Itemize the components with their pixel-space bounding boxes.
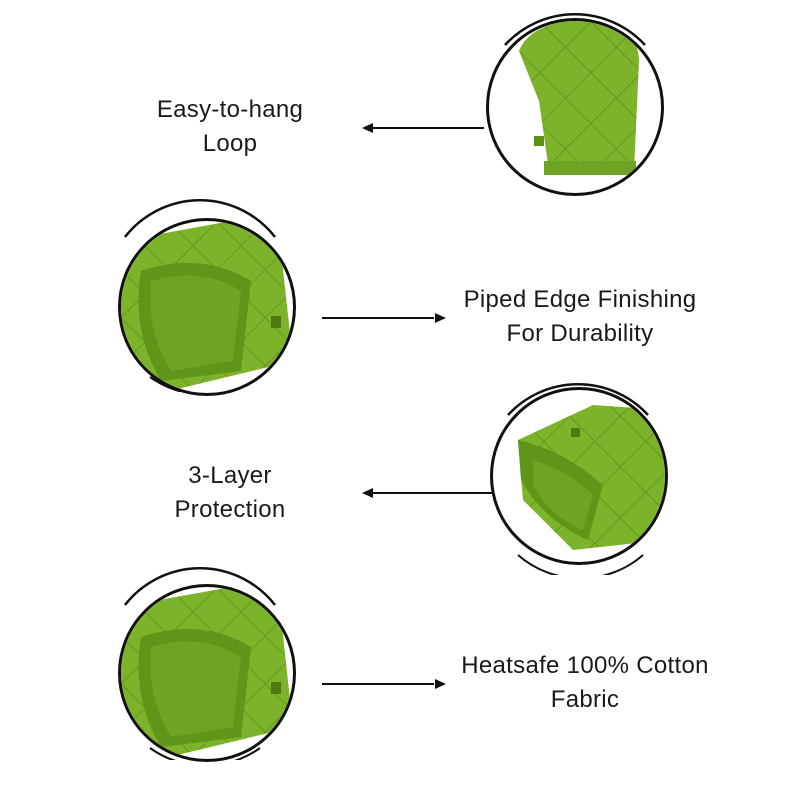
feature-label: Piped Edge Finishing For Durability: [445, 283, 715, 351]
feature-three-layer: 3-Layer Protection: [0, 375, 800, 575]
feature-label-line1: Easy-to-hang: [156, 96, 304, 123]
arrow-right: [322, 677, 446, 691]
mitt-layers-image: [490, 387, 668, 565]
feature-label-line1: 3-Layer: [188, 462, 272, 489]
feature-label-line2: For Durability: [506, 320, 654, 347]
mitt-fabric-image: [118, 584, 296, 762]
circle-decor-ring: [475, 5, 675, 205]
feature-label-line1: Heatsafe 100% Cotton: [461, 652, 709, 679]
arrow-right: [322, 311, 446, 325]
circle-decor-ring: [100, 560, 300, 760]
feature-label: Easy-to-hang Loop: [110, 93, 350, 161]
feature-piped-edge: Piped Edge Finishing For Durability: [0, 190, 800, 396]
arrow-left: [362, 486, 492, 500]
mitt-cuff-image: [486, 18, 664, 196]
feature-label-line2: Protection: [174, 496, 286, 523]
feature-label-line2: Fabric: [550, 686, 620, 713]
feature-label: 3-Layer Protection: [110, 459, 350, 527]
mitt-pocket-image: [118, 218, 296, 396]
feature-label-line2: Loop: [202, 130, 258, 157]
feature-label: Heatsafe 100% Cotton Fabric: [440, 649, 730, 717]
arrow-left: [362, 121, 484, 135]
feature-cotton-fabric: Heatsafe 100% Cotton Fabric: [0, 560, 800, 762]
circle-decor-ring: [478, 375, 678, 575]
feature-easy-to-hang: Easy-to-hang Loop: [0, 0, 800, 200]
feature-label-line1: Piped Edge Finishing: [463, 286, 697, 313]
